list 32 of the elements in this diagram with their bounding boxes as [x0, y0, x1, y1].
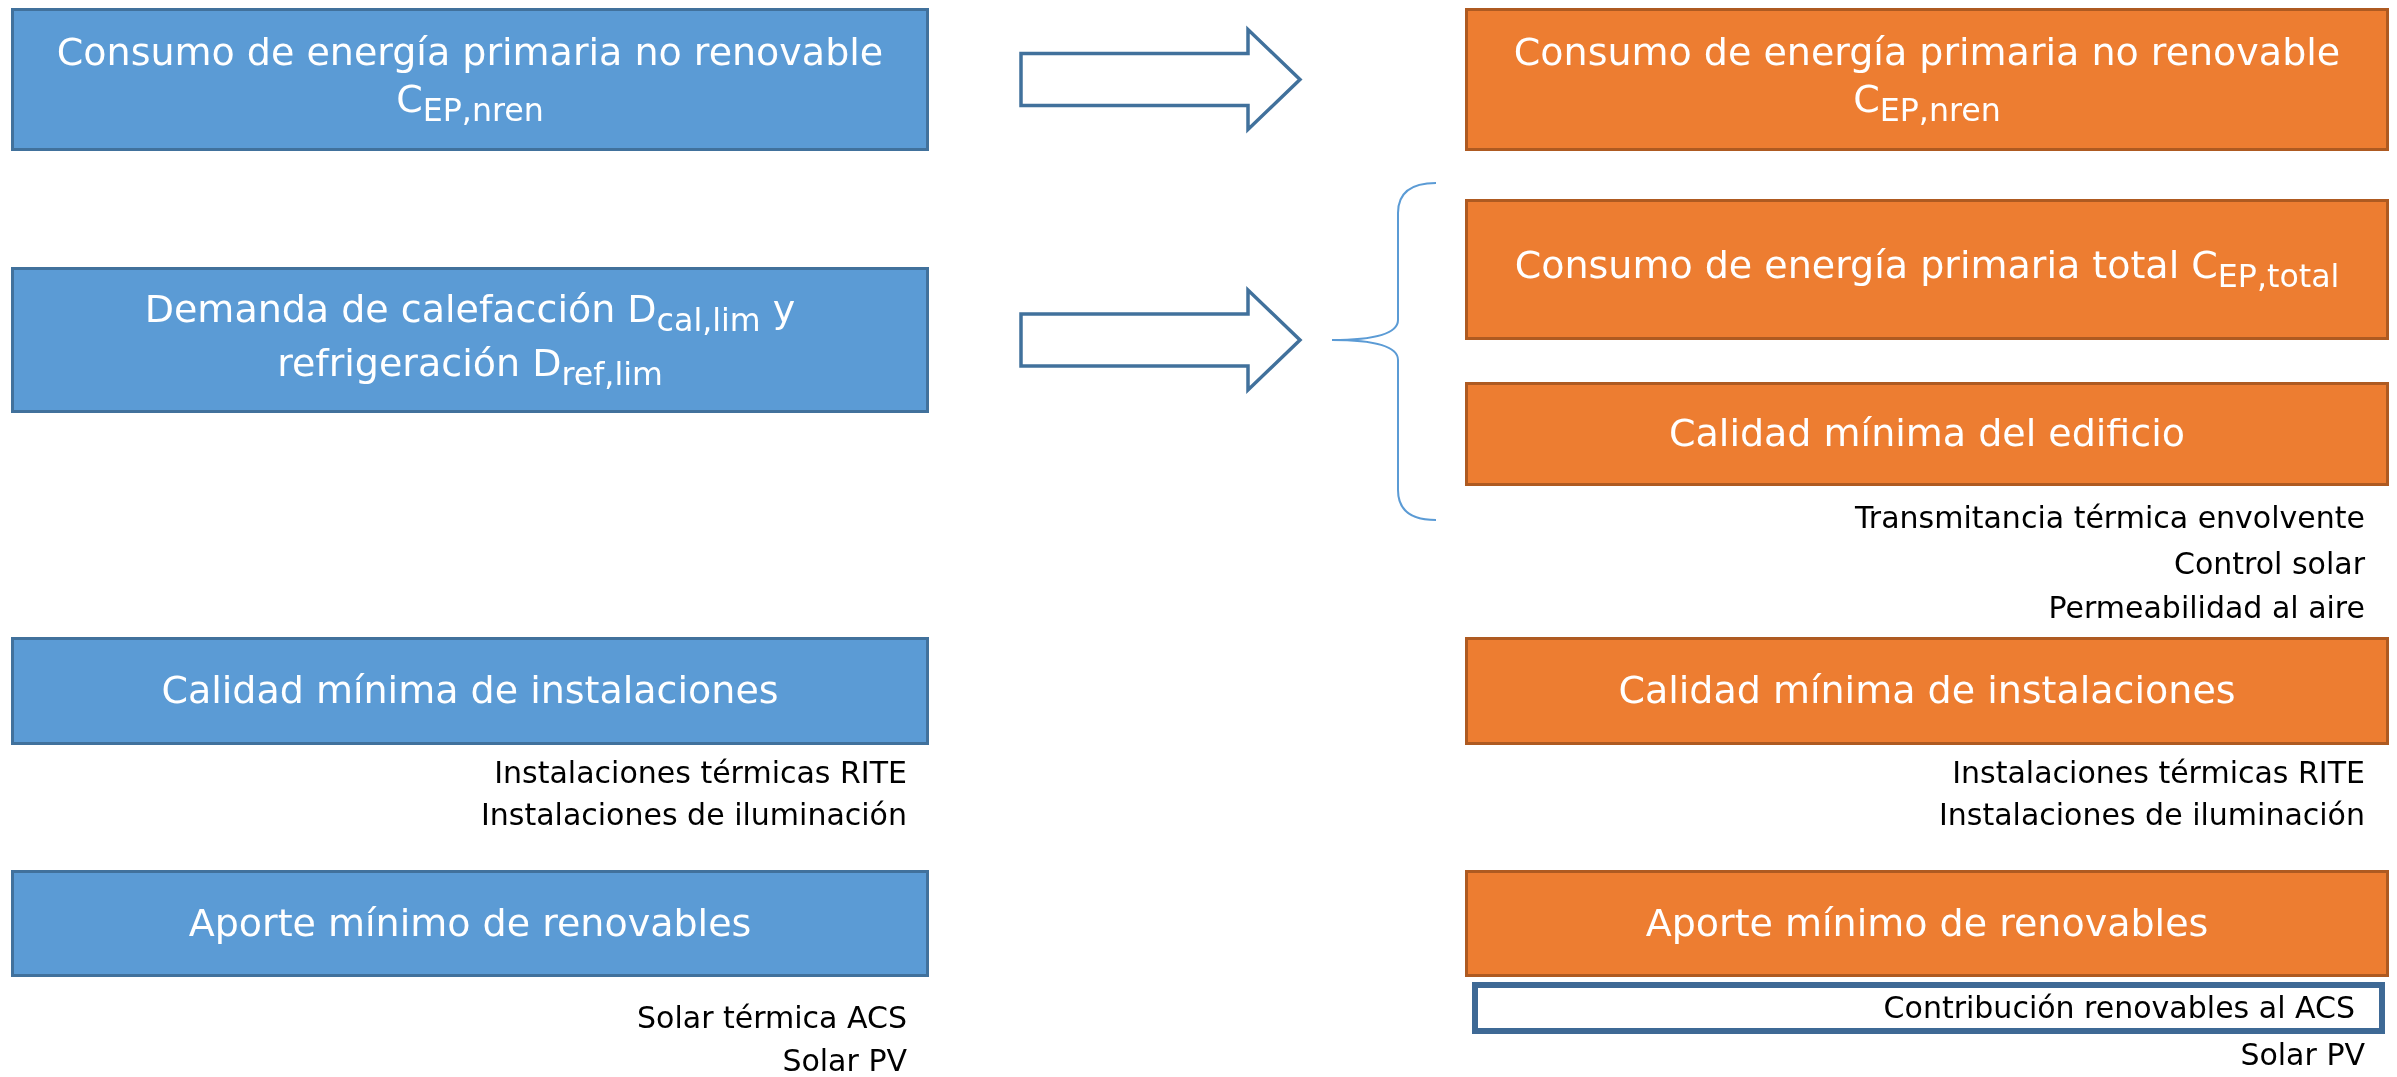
note-text: Transmitancia térmica envolvente: [1854, 500, 2365, 536]
process-box: [11, 637, 929, 745]
note-text: Instalaciones térmicas RITE: [1952, 755, 2365, 791]
box-label: Contribución renovables al ACS: [1883, 989, 2355, 1027]
note-text: Permeabilidad al aire: [2048, 590, 2365, 626]
note-text: Instalaciones de iluminación: [480, 797, 907, 833]
process-box: [1465, 870, 2389, 977]
process-box: [1465, 382, 2389, 486]
block-arrow: [1019, 285, 1303, 395]
block-arrow: [1019, 25, 1303, 134]
box-label: Calidad mínima de instalaciones: [161, 667, 779, 715]
box-label: Calidad mínima de instalaciones: [1618, 667, 2236, 715]
note-text: Solar térmica ACS: [637, 1000, 907, 1036]
note-text: Solar PV: [782, 1043, 907, 1077]
note-text: Solar PV: [2240, 1037, 2365, 1073]
process-box: [1465, 637, 2389, 745]
note-text: Instalaciones de iluminación: [1938, 797, 2365, 833]
process-box: [1465, 8, 2389, 151]
box-label: Consumo de energía primaria no renovable C$_{EP,nren}$: [1512, 28, 2342, 130]
process-box: [11, 267, 929, 413]
note-text: Control solar: [2174, 546, 2365, 582]
box-label: Aporte mínimo de renovables: [188, 899, 752, 947]
box-label: Consumo de energía primaria total C$_{EP,total}$: [1514, 242, 2340, 296]
box-label: Calidad mínima del edificio: [1669, 410, 2185, 458]
process-box: [1465, 199, 2389, 340]
process-box: [11, 8, 929, 151]
process-box: [11, 870, 929, 977]
box-label: Consumo de energía primaria no renovable C$_{EP,nren}$: [55, 28, 885, 130]
note-text: Instalaciones térmicas RITE: [494, 755, 907, 791]
box-label: Aporte mínimo de renovables: [1645, 899, 2209, 947]
outlined-box: [1472, 982, 2385, 1034]
box-label: Demanda de calefacción D$_{cal,lim}$ y refrigeración D$_{ref,lim}$: [143, 285, 797, 394]
